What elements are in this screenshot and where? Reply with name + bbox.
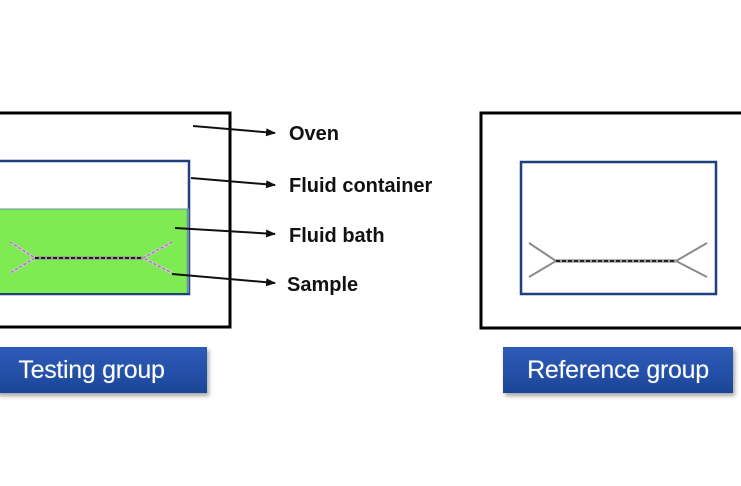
fluid-bath xyxy=(0,209,188,293)
oven-arrow xyxy=(192,125,276,137)
reference-oven xyxy=(479,111,741,330)
oven-label: Oven xyxy=(289,123,339,145)
reference-setup xyxy=(479,111,741,330)
reference-group-button[interactable]: Reference group xyxy=(503,347,733,393)
testing-group-button[interactable]: Testing group xyxy=(0,347,207,393)
sample-label: Sample xyxy=(287,274,358,296)
testing-oven xyxy=(0,111,232,329)
testing-group-label: Testing group xyxy=(18,355,165,384)
sample-arrow xyxy=(171,273,276,287)
fluid-bath-arrow xyxy=(174,227,276,238)
fluid-container-label: Fluid container xyxy=(289,175,433,197)
reference-sample xyxy=(528,242,708,278)
testing-setup: Oven Fluid container Fluid bath Sample xyxy=(0,111,433,329)
reference-group-label: Reference group xyxy=(527,355,709,384)
fluid-bath-label: Fluid bath xyxy=(289,225,385,247)
testing-sample xyxy=(9,240,173,275)
reference-fluid-container xyxy=(519,160,718,296)
fluid-container-arrow xyxy=(190,177,276,189)
